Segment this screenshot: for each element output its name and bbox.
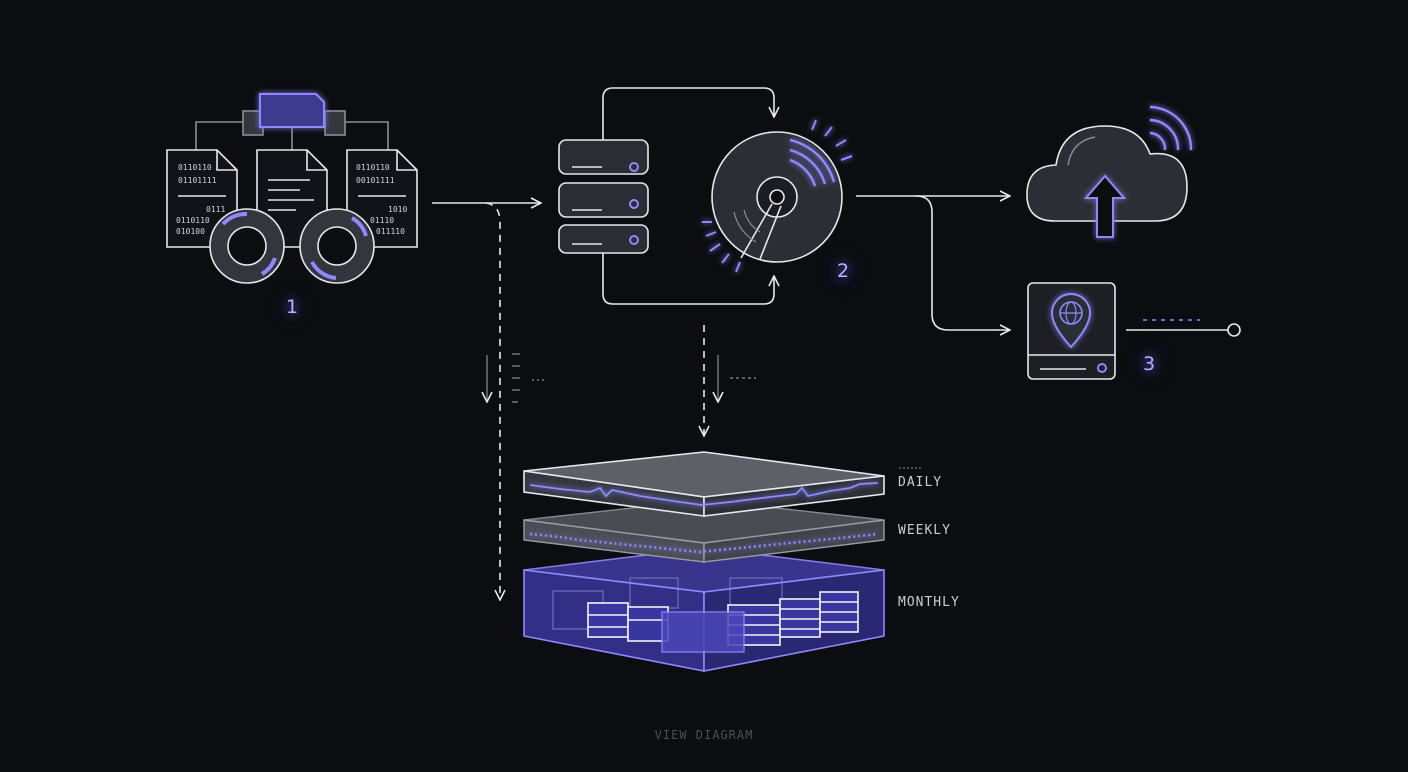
view-diagram-link[interactable]: VIEW DIAGRAM: [654, 728, 754, 742]
source-data-icon: [166, 93, 418, 284]
binary-line: 1010: [388, 205, 407, 214]
binary-line: 011110: [376, 227, 405, 236]
step-number-1: 1: [285, 296, 299, 318]
tier-weekly: [523, 499, 885, 563]
binary-line: 01101111: [178, 176, 217, 185]
offsite-drive-icon: [1027, 282, 1116, 380]
server-stack-icon: [558, 139, 649, 254]
tier-label-monthly: MONTHLY: [898, 595, 960, 610]
tier-daily: [523, 451, 885, 517]
tier-monthly: [523, 547, 885, 672]
binary-line: 0110110: [176, 216, 210, 225]
binary-line: 0110110: [356, 163, 390, 172]
cloud-upload-icon: [1026, 105, 1193, 238]
binary-line: 010100: [176, 227, 205, 236]
dashed-flow-arrow: [485, 202, 500, 600]
binary-line: 0110110: [178, 163, 212, 172]
tier-label-weekly: WEEKLY: [898, 523, 951, 538]
binary-line: 00101111: [356, 176, 395, 185]
binary-line: 0111: [206, 205, 225, 214]
flow-arrow: [915, 195, 1010, 330]
offsite-link-line: [1126, 319, 1241, 337]
loop-arrow-top: [602, 87, 774, 140]
loop-arrow-bottom: [602, 253, 774, 305]
tier-label-daily: DAILY: [898, 475, 943, 490]
binary-line: 01110: [370, 216, 394, 225]
step-number-3: 3: [1142, 353, 1156, 375]
backup-disk-icon: [702, 119, 853, 273]
step-number-2: 2: [836, 260, 850, 282]
binary-text-group: 0110110 01101111 0111 0110110 010100 011…: [176, 163, 407, 236]
faint-indicator: [487, 353, 756, 402]
